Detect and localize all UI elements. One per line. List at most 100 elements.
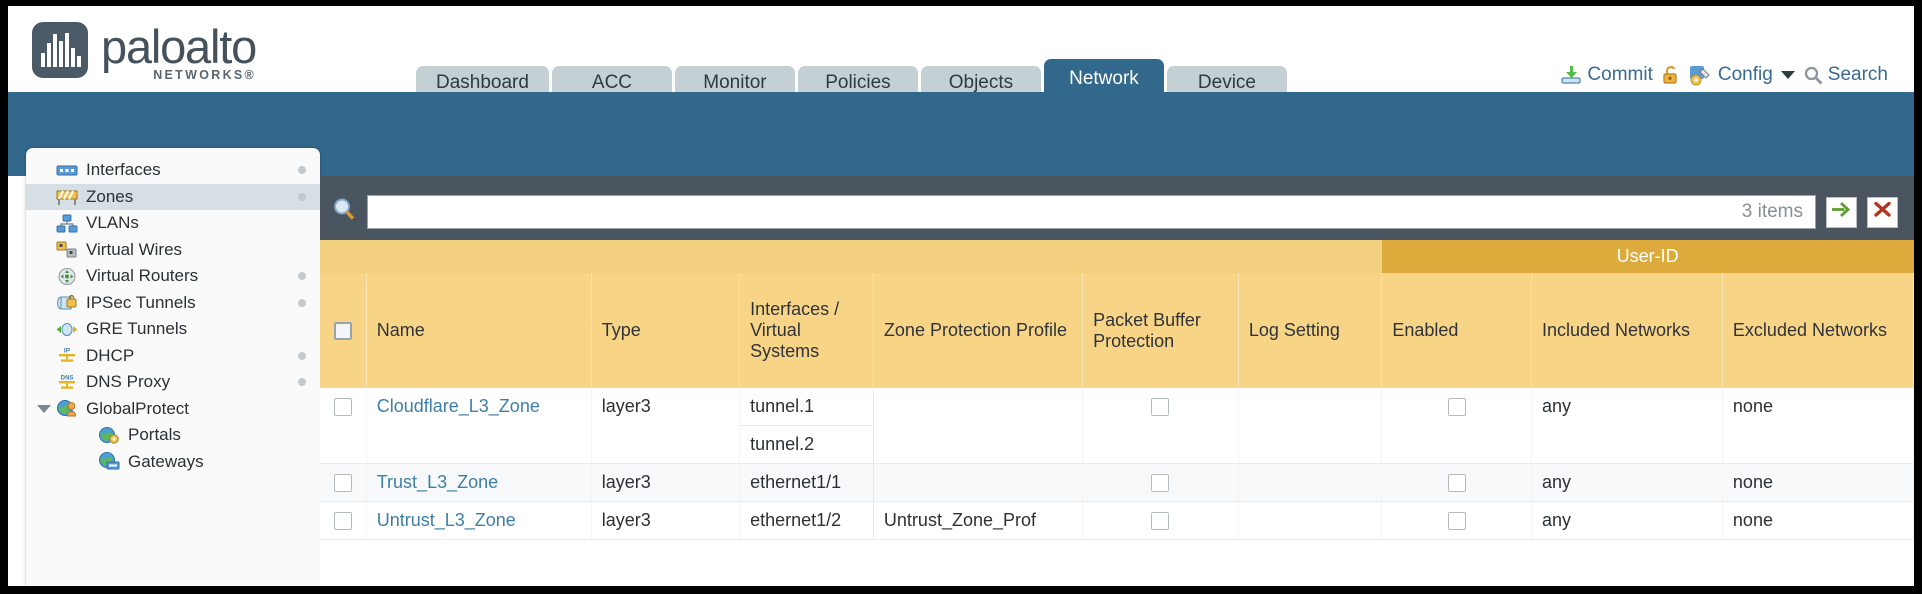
row-checkbox[interactable] xyxy=(333,512,352,531)
sidebar-item-gre-tunnels[interactable]: GRE Tunnels xyxy=(26,316,320,343)
column-header-name[interactable]: Name xyxy=(366,273,592,388)
table-row[interactable]: Cloudflare_L3_Zone layer3 tunnel.1 tunne… xyxy=(320,388,1914,464)
sidebar-nav: Interfaces Zones xyxy=(26,148,320,586)
cell-zone-protection-profile xyxy=(873,463,1084,502)
table-row[interactable]: Trust_L3_Zone layer3 ethernet1/1 xyxy=(320,463,1914,502)
items-count: 3 items xyxy=(1741,201,1803,222)
sidebar-item-dns-proxy[interactable]: DNS DNS Proxy xyxy=(26,369,320,396)
packet-buffer-protection-checkbox[interactable] xyxy=(1151,474,1170,493)
interface-item: tunnel.2 xyxy=(750,434,815,454)
cell-type: layer3 xyxy=(591,388,741,464)
cell-excluded-networks: none xyxy=(1722,463,1914,502)
sidebar-item-vlans[interactable]: VLANs xyxy=(26,210,320,237)
column-header-excluded-networks[interactable]: Excluded Networks xyxy=(1722,273,1914,388)
unlock-icon[interactable] xyxy=(1662,65,1680,85)
column-header-zone-protection-profile[interactable]: Zone Protection Profile xyxy=(873,273,1084,388)
row-select-cell[interactable] xyxy=(320,501,367,540)
sidebar-item-zones[interactable]: Zones xyxy=(26,183,320,210)
cell-log-setting xyxy=(1238,388,1383,464)
cell-user-id-enabled[interactable] xyxy=(1381,463,1532,502)
expander-triangle-icon[interactable] xyxy=(37,404,51,413)
search-input[interactable]: 3 items xyxy=(367,195,1816,229)
virtual-wires-icon xyxy=(56,240,78,259)
cell-interfaces: ethernet1/1 xyxy=(739,463,874,502)
app-header: paloalto NETWORKS® Dashboard ACC Monitor… xyxy=(8,6,1914,99)
cell-excluded-networks: none xyxy=(1722,501,1914,540)
portals-icon xyxy=(98,426,120,445)
packet-buffer-protection-checkbox[interactable] xyxy=(1151,512,1170,531)
cell-excluded-networks: none xyxy=(1722,388,1914,464)
config-label: Config xyxy=(1717,64,1773,85)
interfaces-icon xyxy=(56,161,78,180)
interface-item: tunnel.1 xyxy=(740,388,873,426)
cell-user-id-enabled[interactable] xyxy=(1381,501,1532,540)
row-select-cell[interactable] xyxy=(320,388,367,464)
sidebar-item-label: Gateways xyxy=(128,451,204,471)
zone-link[interactable]: Cloudflare_L3_Zone xyxy=(376,396,540,416)
cell-log-setting xyxy=(1238,501,1383,540)
config-menu[interactable]: Config xyxy=(1689,64,1795,86)
cell-packet-buffer-protection[interactable] xyxy=(1082,463,1239,502)
sidebar-item-interfaces[interactable]: Interfaces xyxy=(26,157,320,184)
zone-link[interactable]: Untrust_L3_Zone xyxy=(376,510,516,530)
table-header-row: Name Type Interfaces / Virtual Systems Z… xyxy=(320,273,1914,388)
user-id-enabled-checkbox[interactable] xyxy=(1447,398,1466,417)
brand-logo: paloalto NETWORKS® xyxy=(32,20,257,82)
sidebar-item-virtual-wires[interactable]: Virtual Wires xyxy=(26,237,320,264)
row-select-cell[interactable] xyxy=(320,463,367,502)
user-id-enabled-checkbox[interactable] xyxy=(1447,474,1466,493)
status-dot xyxy=(298,166,306,175)
cell-included-networks: any xyxy=(1531,463,1723,502)
packet-buffer-protection-checkbox[interactable] xyxy=(1151,398,1170,417)
search-icon[interactable] xyxy=(332,197,357,227)
column-header-interfaces[interactable]: Interfaces / Virtual Systems xyxy=(739,273,874,388)
column-header-included-networks[interactable]: Included Networks xyxy=(1531,273,1723,388)
brand-name: paloalto xyxy=(101,20,257,73)
row-checkbox[interactable] xyxy=(333,398,352,417)
content-area: 3 items xyxy=(320,176,1914,586)
commit-label: Commit xyxy=(1587,64,1653,85)
brand-tagline: NETWORKS® xyxy=(153,68,257,82)
sidebar-item-gateways[interactable]: Gateways xyxy=(26,449,320,476)
interface-item: ethernet1/2 xyxy=(750,510,842,530)
column-header-packet-buffer-protection[interactable]: Packet Buffer Protection xyxy=(1082,273,1239,388)
table-row[interactable]: Untrust_L3_Zone layer3 ethernet1/2 Untru… xyxy=(320,501,1914,540)
zone-link[interactable]: Trust_L3_Zone xyxy=(376,472,499,492)
toolbar-band: ? Help xyxy=(8,92,1914,222)
cell-name: Trust_L3_Zone xyxy=(366,463,592,502)
header-actions: Commit Config xyxy=(1560,64,1888,86)
sidebar-item-ipsec-tunnels[interactable]: IPSec Tunnels xyxy=(26,290,320,317)
sidebar-item-dhcp[interactable]: IP DHCP xyxy=(26,343,320,370)
cell-packet-buffer-protection[interactable] xyxy=(1082,388,1239,464)
status-dot xyxy=(298,298,306,307)
row-checkbox[interactable] xyxy=(333,474,352,493)
gre-tunnels-icon xyxy=(56,320,78,339)
search-button[interactable]: Search xyxy=(1804,64,1888,86)
sidebar-item-virtual-routers[interactable]: Virtual Routers xyxy=(26,263,320,290)
chevron-down-icon xyxy=(1780,71,1795,79)
cell-packet-buffer-protection[interactable] xyxy=(1082,501,1239,540)
column-header-log-setting[interactable]: Log Setting xyxy=(1238,273,1383,388)
ipsec-tunnels-icon xyxy=(56,293,78,312)
search-icon xyxy=(1804,66,1823,85)
group-header-blank xyxy=(320,240,1382,273)
clear-filter-button[interactable] xyxy=(1867,196,1898,228)
apply-filter-button[interactable] xyxy=(1826,196,1857,228)
sidebar-item-label: GRE Tunnels xyxy=(86,319,188,339)
user-id-enabled-checkbox[interactable] xyxy=(1447,512,1466,531)
globalprotect-icon xyxy=(56,399,78,418)
commit-button[interactable]: Commit xyxy=(1560,64,1653,86)
column-header-type[interactable]: Type xyxy=(591,273,741,388)
sidebar-item-label: Virtual Wires xyxy=(86,239,183,259)
sidebar-item-globalprotect[interactable]: GlobalProtect xyxy=(26,396,320,423)
select-all-checkbox[interactable] xyxy=(333,322,352,341)
sidebar-item-label: Interfaces xyxy=(86,160,161,180)
cell-type: layer3 xyxy=(591,501,741,540)
column-header-enabled[interactable]: Enabled xyxy=(1381,273,1532,388)
config-wrench-icon xyxy=(1689,65,1713,86)
cell-user-id-enabled[interactable] xyxy=(1381,388,1532,464)
sidebar-item-portals[interactable]: Portals xyxy=(26,422,320,449)
select-all-header[interactable] xyxy=(320,273,367,388)
sidebar-item-label: Virtual Routers xyxy=(86,266,199,286)
zones-table: User-ID Name Type Interfaces / Virtual S… xyxy=(320,240,1914,540)
